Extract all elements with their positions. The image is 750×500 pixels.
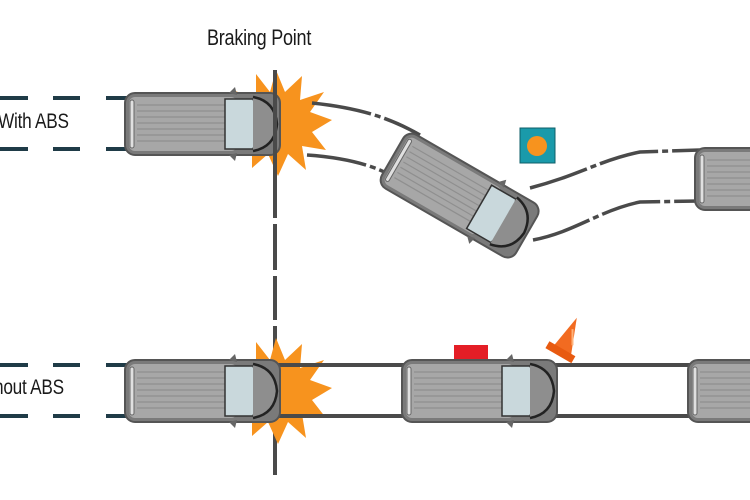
- van-without-abs-sliding: [400, 352, 559, 430]
- van-without-abs-start: [123, 352, 282, 430]
- lane-label-with-abs: With ABS: [0, 110, 69, 133]
- lane-with-abs: [0, 70, 750, 268]
- diagram-title: Braking Point: [207, 25, 312, 50]
- obstacle-cone: [545, 317, 577, 364]
- lane-without-abs: [0, 317, 750, 444]
- van-with-abs-start: [123, 85, 282, 163]
- lane-dashes-without-abs: [0, 363, 130, 418]
- lane-label-without-abs: hout ABS: [0, 376, 64, 399]
- van-without-abs-end: [686, 352, 750, 430]
- obstacle-sign: [519, 127, 556, 164]
- obstacle-red-box: [454, 345, 488, 363]
- van-with-abs-end: [693, 140, 750, 218]
